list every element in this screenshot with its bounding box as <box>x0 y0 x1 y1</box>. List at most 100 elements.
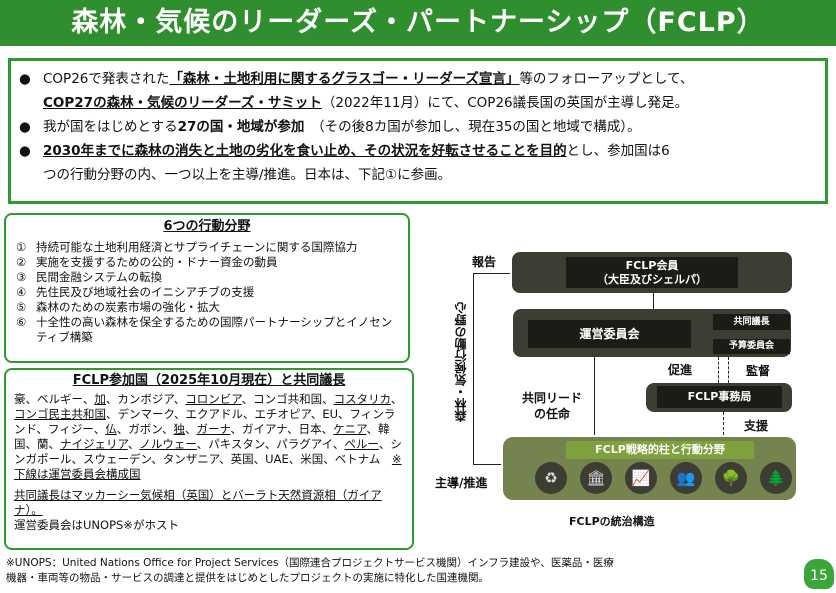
text: 「森林・土地利用に関するグラスゴー・リーダーズ宣言」 <box>169 71 520 87</box>
bullet: ● <box>19 143 31 159</box>
arrow-support <box>723 412 724 435</box>
country: デンマーク <box>117 407 174 421</box>
item-text: 森林のための炭素市場の強化・拡大 <box>36 300 220 314</box>
action-areas-heading: 6つの行動分野 <box>163 219 251 234</box>
support-label: 支援 <box>744 419 769 433</box>
arrow-promote <box>718 357 719 383</box>
country: ガーナ <box>196 422 231 436</box>
item-number: ⑥ <box>16 315 27 329</box>
item-number: ③ <box>16 270 27 284</box>
members-heading: FCLP参加国（2025年10月現在）と共同議長 <box>72 373 346 388</box>
country: パラグアイ <box>276 437 333 451</box>
action-item: ④ 先住民及び地域社会のイニシアチブの支援 <box>16 285 398 300</box>
item-text: 先住民及び地域社会のイニシアチブの支援 <box>36 285 255 299</box>
ambition-label: 森林・気候行動の野心 <box>454 302 468 422</box>
bullet: ● <box>19 119 31 135</box>
report-label: 報告 <box>472 255 497 269</box>
bullet: ● <box>19 71 31 87</box>
text: の任命 <box>534 407 571 421</box>
text: 機器・車両等の物品・サービスの調達と提供をはじめとしたプロジェクトの実施に特化し… <box>6 572 489 584</box>
underline-note: ※下線は運営委員会構成国 <box>14 452 402 481</box>
lead-label: 主導/推進 <box>435 476 488 490</box>
diagram-caption: FCLPの統治構造 <box>569 515 655 528</box>
text: 我が国をはじめとする <box>43 119 178 135</box>
country: フィンランド <box>14 407 396 436</box>
country: パキスタン <box>208 437 265 451</box>
secretariat-label: FCLP事務局 <box>657 386 782 408</box>
host-text: 運営委員会はUNOPS※がホスト <box>14 518 179 532</box>
country: ガイアナ <box>241 422 288 436</box>
text: COP26で発表された <box>43 71 170 87</box>
item-number: ⑤ <box>16 300 27 314</box>
country: コスタリカ <box>333 392 391 406</box>
country: 蘭 <box>37 437 49 451</box>
cycle-sprout-icon: ♻ <box>535 462 567 494</box>
country: カンボジア <box>117 392 174 406</box>
country: 加 <box>94 392 106 406</box>
country: 仏 <box>105 422 117 436</box>
country: コンゴ民主共和国 <box>14 407 106 421</box>
country: 米国 <box>300 452 324 466</box>
summary-box: ●COP26で発表された「森林・土地利用に関するグラスゴー・リーダーズ宣言」等の… <box>8 58 828 204</box>
action-item: ⑤ 森林のための炭素市場の強化・拡大 <box>16 300 398 315</box>
action-item: ③ 民間金融システムの転換 <box>16 270 398 285</box>
country: エチオピア <box>254 407 311 421</box>
text: つの行動分野の内、一つ以上を主導/推進。日本は、下記①に参画。 <box>43 167 452 183</box>
arrow-lead <box>473 464 501 465</box>
people-icon: 👥 <box>670 462 702 494</box>
arrow-members-steering <box>653 293 654 309</box>
country: ベルギー <box>37 392 83 406</box>
item-number: ② <box>16 255 27 269</box>
country: ケニア <box>333 422 367 436</box>
country: スウェーデン <box>83 452 152 466</box>
item-text: 実施を支援するための公的・ドナー資金の動員 <box>36 255 278 269</box>
item-number: ④ <box>16 285 27 299</box>
action-item: ② 実施を支援するための公的・ドナー資金の動員 <box>16 255 398 270</box>
country: シンガポール <box>14 437 402 466</box>
country: フィジー <box>48 422 94 436</box>
text: ※UNOPS：United Nations Office for Project… <box>6 557 614 569</box>
item-text: 民間金融システムの転換 <box>36 270 163 284</box>
country: タンザニア <box>162 452 220 466</box>
text: 共同リード <box>522 391 583 405</box>
country: ペルー <box>344 437 379 451</box>
appoint-label: 共同リードの任命 <box>522 390 582 422</box>
budget-label: 予算委員会 <box>713 339 790 354</box>
promote-label: 促進 <box>668 363 693 377</box>
country: 独 <box>173 422 186 436</box>
country: ノルウェー <box>139 437 197 451</box>
text: とし、参加国は6 <box>566 143 670 159</box>
country: ガボン <box>128 422 163 436</box>
arrow-report <box>473 273 510 274</box>
forest-icon: 🌲 <box>760 462 792 494</box>
arrow-supervise <box>728 357 729 383</box>
item-number: ① <box>16 240 27 254</box>
country: EU <box>322 407 339 421</box>
members-box: FCLP参加国（2025年10月現在）と共同議長 豪、ベルギー、加、カンボジア、… <box>4 368 414 550</box>
country: 韓国 <box>14 422 390 451</box>
country: コロンビア <box>185 392 242 406</box>
text: FCLP会員 <box>625 259 679 272</box>
country: コンゴ共和国 <box>253 392 323 406</box>
cochair-text: 共同議長はマッカーシー気候相（英国）とバーラト天然資源相（ガイアナ）。 <box>14 488 382 517</box>
arrow-appoint <box>594 357 595 435</box>
country: 日本 <box>298 422 322 436</box>
country: エクアドル <box>185 407 243 421</box>
text: 2030年までに森林の消失と土地の劣化を食い止め、その状況を好転させることを目的 <box>43 143 567 159</box>
text: 27の国・地域が参加 <box>177 119 305 135</box>
page-title: 森林・気候のリーダーズ・パートナーシップ（FCLP） <box>0 0 836 46</box>
action-areas-box: 6つの行動分野 ① 持続可能な土地利用経済とサプライチェーンに関する国際協力 ② 実施… <box>4 213 410 363</box>
country: UAE <box>265 452 289 466</box>
cochairs-label: 共同議長 <box>713 314 790 330</box>
text: （大臣及びシェルパ） <box>597 273 707 286</box>
connector-line <box>473 273 474 464</box>
action-item: ① 持続可能な土地利用経済とサプライチェーンに関する国際協力 <box>16 240 398 255</box>
page-number: 15 <box>804 559 834 589</box>
pillars-label: FCLP戦略的柱と行動分野 <box>566 441 754 459</box>
country-list: 豪、ベルギー、加、カンボジア、コロンビア、コンゴ共和国、コスタリカ、コンゴ民主共… <box>14 392 403 481</box>
country: 英国 <box>230 452 254 466</box>
supervise-label: 監督 <box>746 364 771 378</box>
item-text: 持続可能な土地利用経済とサプライチェーンに関する国際協力 <box>36 240 358 254</box>
country: 豪 <box>14 392 26 406</box>
